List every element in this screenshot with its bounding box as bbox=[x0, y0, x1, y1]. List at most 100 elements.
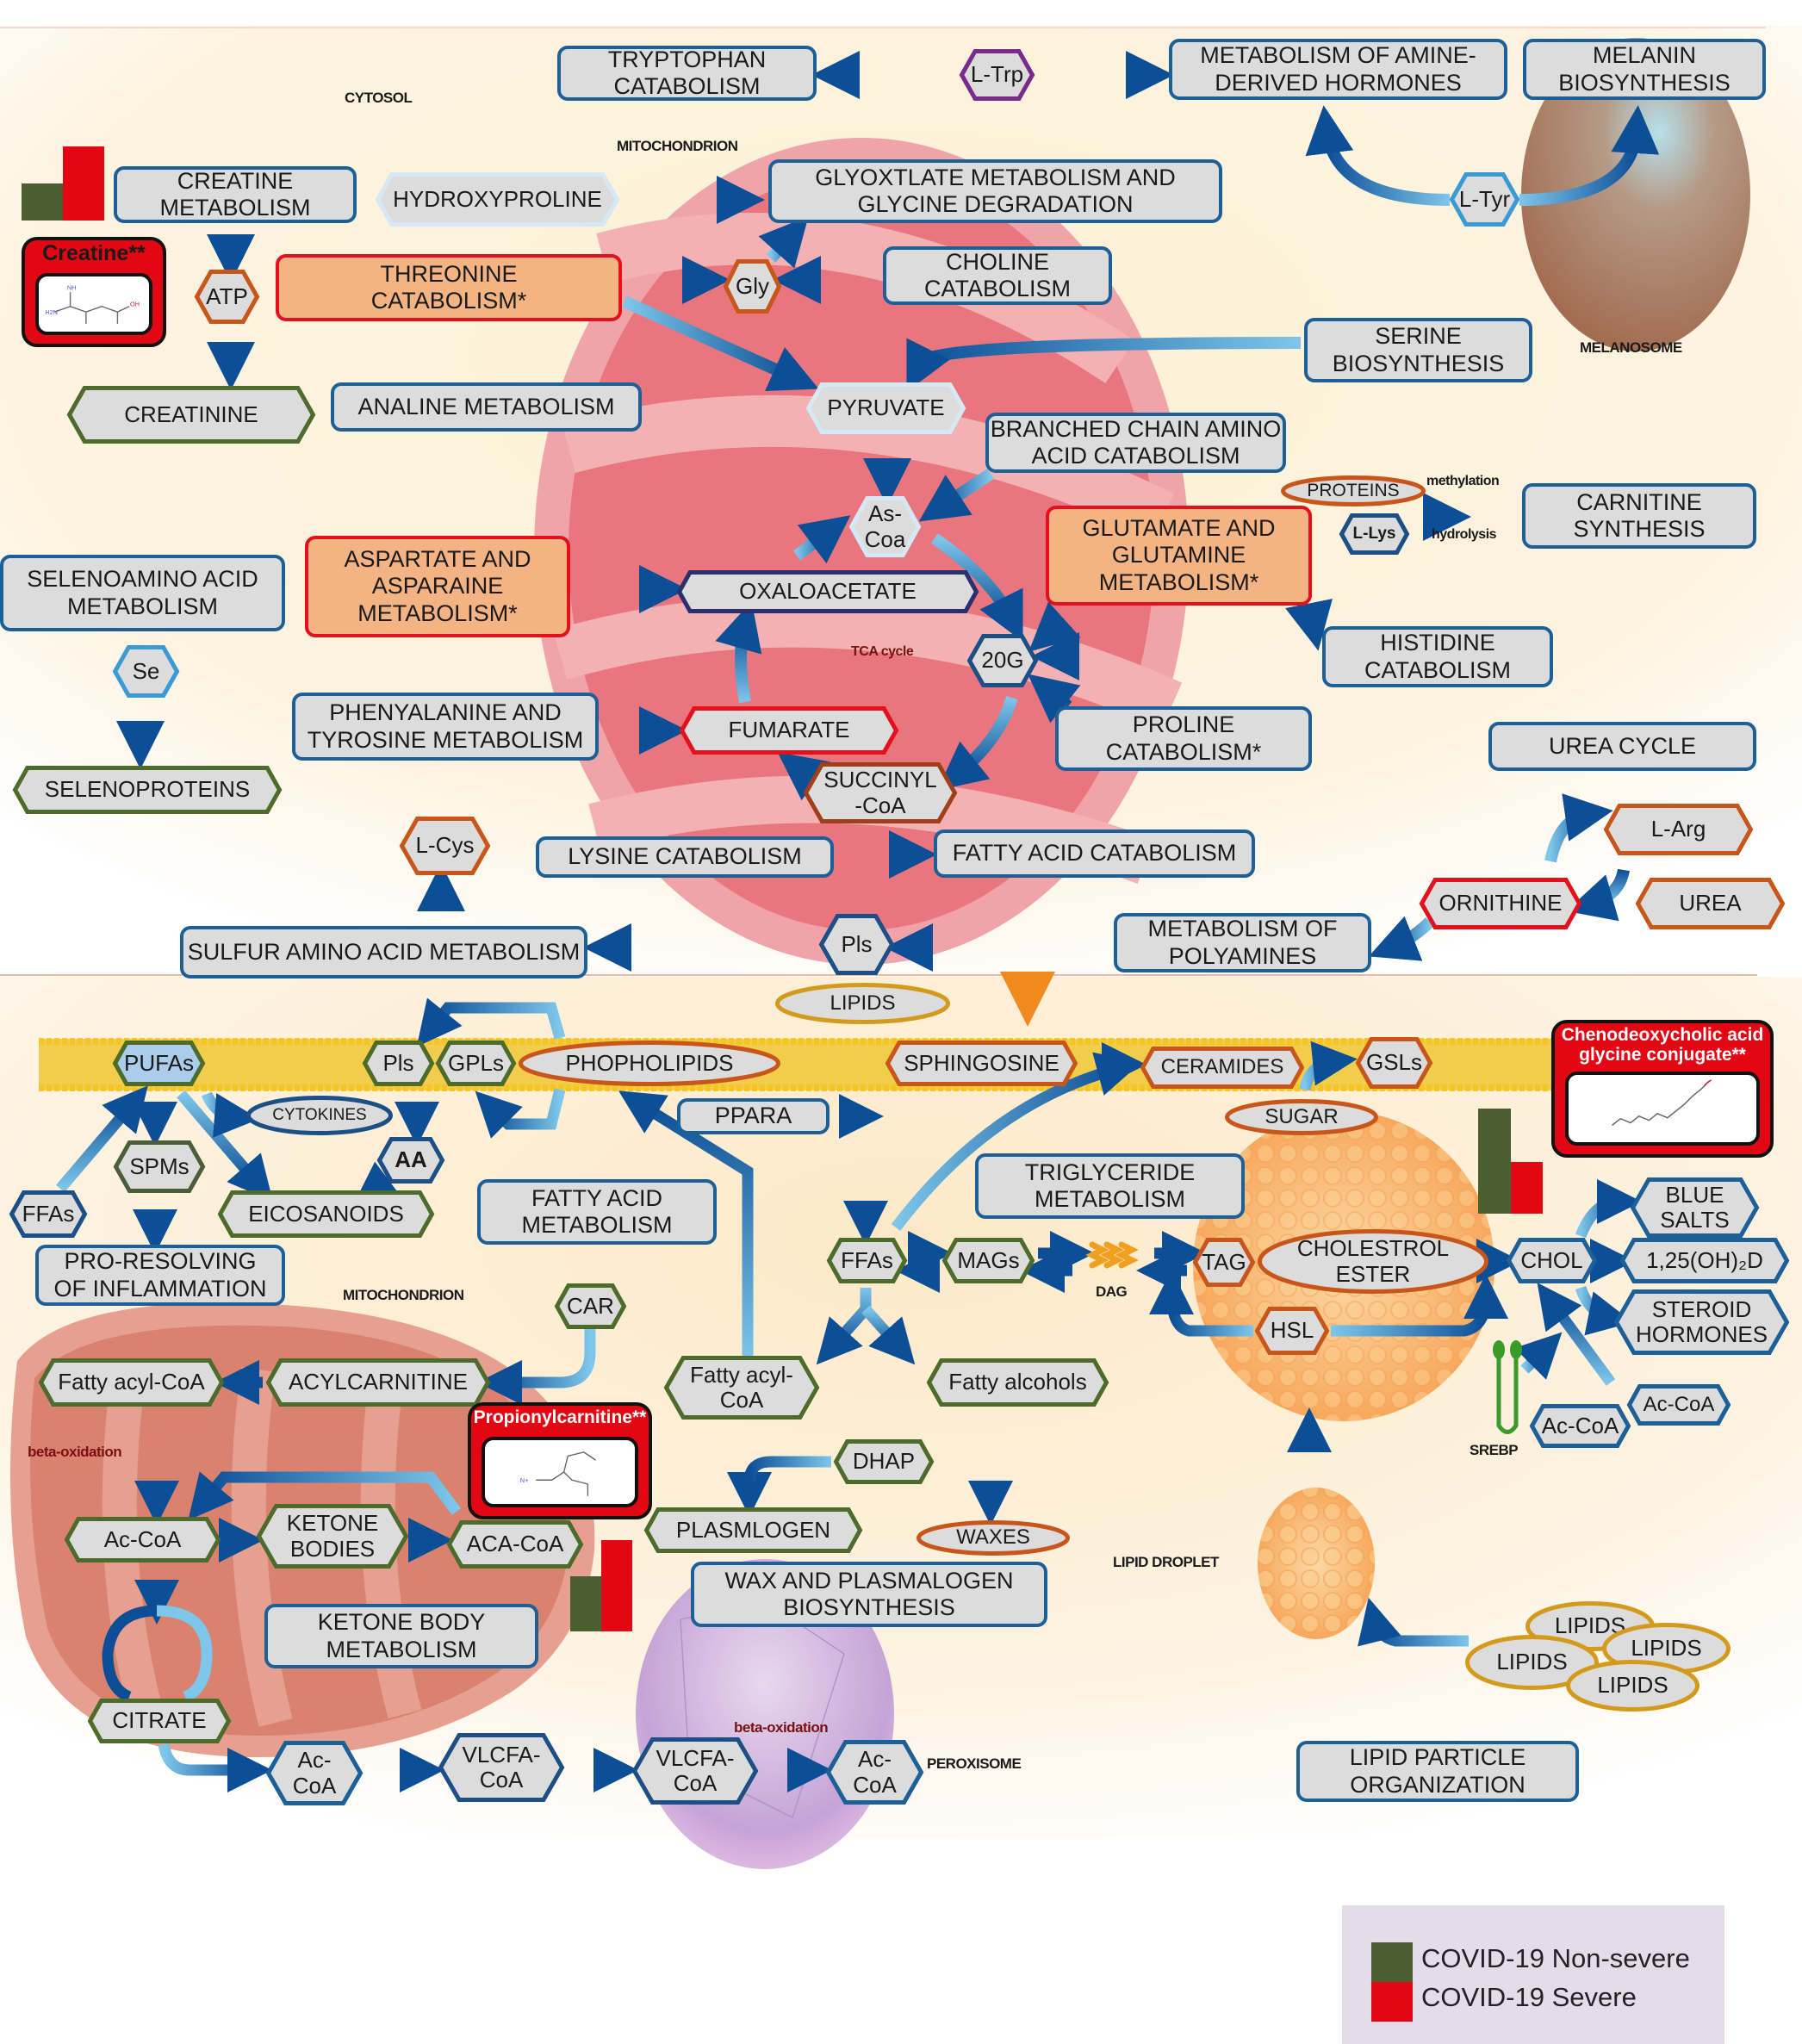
metabolite-as-coa[interactable]: As- Coa bbox=[848, 496, 922, 557]
metabolite-ac-coa-r2[interactable]: Ac-CoA bbox=[1529, 1404, 1631, 1448]
metabolite-sugar[interactable]: SUGAR bbox=[1225, 1099, 1378, 1135]
pathway-lipid-particle-organization[interactable]: LIPID PARTICLE ORGANIZATION bbox=[1296, 1741, 1579, 1802]
metabolite-chol[interactable]: CHOL bbox=[1506, 1238, 1598, 1283]
metabolite-fatty-acyl-coa-mito[interactable]: Fatty acyl-CoA bbox=[38, 1358, 225, 1407]
pathway-triglyceride-metabolism[interactable]: TRIGLYCERIDE METABOLISM bbox=[975, 1153, 1245, 1219]
melanosome-organelle bbox=[1521, 38, 1750, 351]
metabolite-lipids-c2[interactable]: LIPIDS bbox=[1465, 1635, 1599, 1690]
pathway-histidine-catabolism[interactable]: HISTIDINE CATABOLISM bbox=[1322, 626, 1553, 687]
metabolite-pls-mito[interactable]: Pls bbox=[818, 914, 895, 975]
metabolite-eicosanoids[interactable]: EICOSANOIDS bbox=[217, 1190, 435, 1238]
propionylcarnitine-card[interactable]: Propionylcarnitine** N+ bbox=[468, 1402, 652, 1519]
pathway-ketone-body-metabolism[interactable]: KETONE BODY METABOLISM bbox=[264, 1604, 538, 1668]
metabolite-l-cys[interactable]: L-Cys bbox=[399, 817, 491, 875]
metabolite-se[interactable]: Se bbox=[112, 645, 180, 698]
metabolite-citrate[interactable]: CITRATE bbox=[87, 1699, 232, 1743]
creatine-card[interactable]: Creatine** H2N NH OH bbox=[22, 237, 166, 347]
pathway-creatine-metabolism[interactable]: CREATINE METABOLISM bbox=[114, 166, 357, 223]
metabolite-hydroxyproline[interactable]: HYDROXYPROLINE bbox=[375, 172, 620, 227]
metabolite-aa[interactable]: AA bbox=[376, 1137, 445, 1184]
ppara-box[interactable]: PPARA bbox=[677, 1098, 830, 1134]
pathway-glyoxylate-metabolism[interactable]: GLYOXTLATE METABOLISM AND GLYCINE DEGRAD… bbox=[768, 159, 1222, 223]
metabolite-l-arg[interactable]: L-Arg bbox=[1603, 804, 1754, 855]
metabolite-steroid-hormones[interactable]: STEROID HORMONES bbox=[1613, 1289, 1790, 1355]
metabolite-plasmlogen[interactable]: PLASMLOGEN bbox=[643, 1507, 863, 1553]
pathway-amine-derived-hormones[interactable]: METABOLISM OF AMINE- DERIVED HORMONES bbox=[1169, 39, 1507, 100]
metabolite-gly[interactable]: Gly bbox=[723, 259, 782, 314]
metabolite-two-og[interactable]: 20G bbox=[966, 634, 1039, 687]
metabolite-ac-coa-mito[interactable]: Ac-CoA bbox=[64, 1517, 221, 1563]
metabolite-vlcfa-coa-1[interactable]: VLCFA- CoA bbox=[438, 1733, 565, 1802]
metabolite-pyruvate[interactable]: PYRUVATE bbox=[805, 382, 966, 434]
chenodeoxycholic-card[interactable]: Chenodeoxycholic acid glycine conjugate*… bbox=[1551, 1020, 1774, 1158]
metabolite-ffas-center[interactable]: FFAs bbox=[826, 1238, 908, 1283]
metabolite-hsl[interactable]: HSL bbox=[1254, 1307, 1330, 1355]
pathway-fatty-acid-catabolism[interactable]: FATTY ACID CATABOLISM bbox=[934, 829, 1255, 878]
pathway-sulfur-amino-acid[interactable]: SULFUR AMINO ACID METABOLISM bbox=[180, 926, 587, 979]
metabolite-oxaloacetate[interactable]: OXALOACETATE bbox=[676, 570, 979, 613]
pathway-tryptophan-catabolism[interactable]: TRYPTOPHAN CATABOLISM bbox=[557, 46, 817, 101]
metabolite-car[interactable]: CAR bbox=[554, 1283, 627, 1329]
metabolite-fumarate[interactable]: FUMARATE bbox=[679, 706, 899, 755]
metabolite-label: PUFAs bbox=[124, 1049, 194, 1076]
metabolite-ac-coa-p2[interactable]: Ac- CoA bbox=[825, 1740, 924, 1805]
pathway-branched-chain-amino-acid[interactable]: BRANCHED CHAIN AMINO ACID CATABOLISM bbox=[985, 413, 1286, 473]
hexagon-shape bbox=[194, 270, 260, 324]
metabolite-proteins[interactable]: PROTEINS bbox=[1281, 475, 1426, 506]
pathway-threonine-catabolism[interactable]: THREONINE CATABOLISM* bbox=[276, 254, 622, 321]
metabolite-ceramides[interactable]: CERAMIDES bbox=[1140, 1047, 1305, 1089]
metabolite-acylcarnitine[interactable]: ACYLCARNITINE bbox=[265, 1358, 491, 1407]
metabolite-selenoproteins[interactable]: SELENOPROTEINS bbox=[12, 766, 283, 814]
metabolite-spms[interactable]: SPMs bbox=[113, 1140, 206, 1193]
metabolite-vlcfa-coa-2[interactable]: VLCFA- CoA bbox=[631, 1737, 759, 1805]
metabolite-cytokines[interactable]: CYTOKINES bbox=[246, 1096, 393, 1135]
pathway-polyamines[interactable]: METABOLISM OF POLYAMINES bbox=[1114, 913, 1371, 972]
metabolite-pls-membrane[interactable]: Pls bbox=[362, 1041, 435, 1086]
metabolite-atp[interactable]: ATP bbox=[194, 270, 260, 324]
pathway-aspartate-asparagine[interactable]: ASPARTATE AND ASPARAINE METABOLISM* bbox=[305, 536, 570, 637]
metabolite-tag[interactable]: TAG bbox=[1192, 1238, 1256, 1287]
metabolite-succinyl-coa[interactable]: SUCCINYL -CoA bbox=[803, 762, 958, 823]
pathway-proline-catabolism[interactable]: PROLINE CATABOLISM* bbox=[1055, 706, 1312, 771]
metabolite-aca-coa[interactable]: ACA-CoA bbox=[446, 1520, 584, 1569]
metabolite-fatty-acyl-coa-cyto[interactable]: Fatty acyl- CoA bbox=[663, 1356, 820, 1420]
metabolite-vitd[interactable]: 1,25(OH)₂D bbox=[1619, 1238, 1790, 1283]
metabolite-pufas[interactable]: PUFAs bbox=[112, 1041, 206, 1086]
metabolite-gsls[interactable]: GSLs bbox=[1355, 1037, 1433, 1089]
metabolite-blue-salts[interactable]: BLUE SALTS bbox=[1630, 1177, 1760, 1238]
metabolite-phopholipids[interactable]: PHOPHOLIPIDS bbox=[519, 1041, 780, 1086]
metabolite-ffas-left[interactable]: FFAs bbox=[9, 1190, 88, 1238]
pathway-wax-plasmalogen[interactable]: WAX AND PLASMALOGEN BIOSYNTHESIS bbox=[691, 1562, 1047, 1627]
pathway-selenoamino-acid[interactable]: SELENOAMINO ACID METABOLISM bbox=[0, 555, 285, 631]
pathway-lysine-catabolism[interactable]: LYSINE CATABOLISM bbox=[536, 836, 834, 878]
metabolite-dhap[interactable]: DHAP bbox=[833, 1439, 935, 1484]
pathway-analine-metabolism[interactable]: ANALINE METABOLISM bbox=[331, 382, 642, 432]
metabolite-l-lys[interactable]: L-Lys bbox=[1339, 513, 1410, 555]
pathway-glutamate-glutamine[interactable]: GLUTAMATE AND GLUTAMINE METABOLISM* bbox=[1046, 506, 1312, 606]
metabolite-l-trp[interactable]: L-Trp bbox=[959, 49, 1035, 101]
pathway-melanin-biosynthesis[interactable]: MELANIN BIOSYNTHESIS bbox=[1523, 39, 1766, 100]
pathway-serine-biosynthesis[interactable]: SERINE BIOSYNTHESIS bbox=[1304, 318, 1532, 382]
pathway-phenylalanine-tyrosine[interactable]: PHENYALANINE AND TYROSINE METABOLISM bbox=[292, 693, 599, 761]
metabolite-ac-coa-r1[interactable]: Ac-CoA bbox=[1626, 1384, 1731, 1426]
pathway-fatty-acid-metabolism[interactable]: FATTY ACID METABOLISM bbox=[477, 1179, 717, 1245]
metabolite-mags[interactable]: MAGs bbox=[941, 1238, 1035, 1283]
metabolite-ornithine[interactable]: ORNITHINE bbox=[1419, 878, 1582, 929]
metabolite-cholesterol-ester[interactable]: CHOLESTROL ESTER bbox=[1258, 1229, 1488, 1294]
metabolite-lipids-top[interactable]: LIPIDS bbox=[775, 983, 950, 1024]
metabolite-lipids-c4[interactable]: LIPIDS bbox=[1566, 1660, 1699, 1712]
metabolite-gpls[interactable]: GPLs bbox=[435, 1041, 517, 1086]
pathway-choline-catabolism[interactable]: CHOLINE CATABOLISM bbox=[883, 246, 1112, 305]
pathway-urea-cycle[interactable]: UREA CYCLE bbox=[1488, 722, 1756, 771]
pathway-pro-resolving-inflammation[interactable]: PRO-RESOLVING OF INFLAMMATION bbox=[35, 1245, 285, 1306]
metabolite-sphingosine[interactable]: SPHINGOSINE bbox=[885, 1041, 1078, 1086]
bar-covid-19-non-severe bbox=[570, 1576, 601, 1631]
metabolite-urea[interactable]: UREA bbox=[1635, 878, 1786, 929]
metabolite-ac-coa-p1[interactable]: Ac- CoA bbox=[265, 1741, 364, 1805]
metabolite-waxes[interactable]: WAXES bbox=[917, 1520, 1070, 1556]
metabolite-ketone-bodies[interactable]: KETONE BODIES bbox=[256, 1504, 409, 1569]
metabolite-fatty-alcohols[interactable]: Fatty alcohols bbox=[926, 1358, 1109, 1407]
metabolite-creatinine[interactable]: CREATININE bbox=[66, 386, 316, 444]
pathway-carnitine-synthesis[interactable]: CARNITINE SYNTHESIS bbox=[1522, 483, 1756, 549]
metabolite-l-tyr[interactable]: L-Tyr bbox=[1449, 172, 1520, 227]
